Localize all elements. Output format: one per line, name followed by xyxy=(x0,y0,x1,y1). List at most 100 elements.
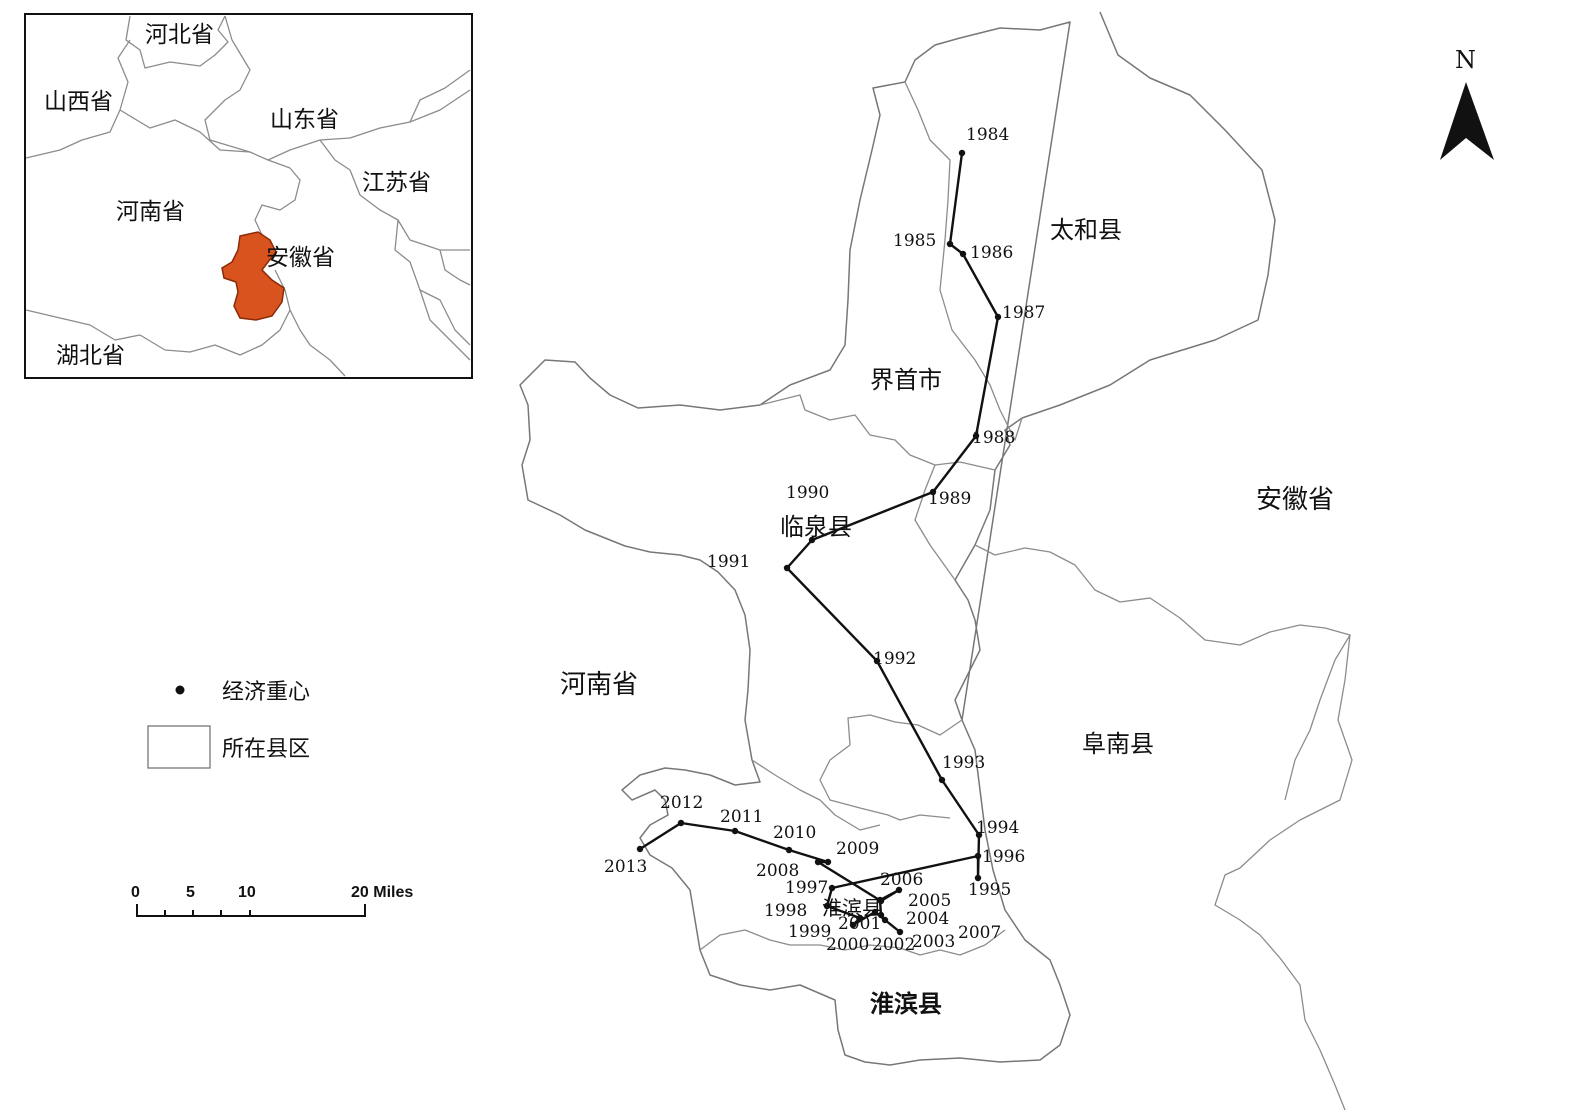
inset-label-shandong: 山东省 xyxy=(270,107,339,133)
year-label-1988: 1988 xyxy=(972,428,1015,448)
region-labels: 太和县 界首市 安徽省 临泉县 河南省 阜南县 淮滨县 淮滨县 xyxy=(560,216,1334,1018)
region-label-taihe: 太和县 xyxy=(1050,216,1122,244)
year-label-2007: 2007 xyxy=(958,923,1001,943)
economic-center-point-1986 xyxy=(959,250,967,258)
region-label-anhui: 安徽省 xyxy=(1256,485,1334,515)
inset-label-henan: 河南省 xyxy=(116,199,185,225)
economic-center-point-1994 xyxy=(975,831,983,839)
year-label-1998: 1998 xyxy=(764,901,807,921)
year-label-2006: 2006 xyxy=(880,870,923,890)
region-label-linquan: 临泉县 xyxy=(780,513,852,541)
year-label-1993: 1993 xyxy=(942,753,985,773)
economic-center-point-1993 xyxy=(938,776,946,784)
economic-center-point-1995 xyxy=(974,874,982,882)
economic-center-point-1996 xyxy=(974,852,982,860)
economic-center-point-2003 xyxy=(881,916,889,924)
year-label-2004: 2004 xyxy=(906,909,949,929)
year-label-2002: 2002 xyxy=(872,935,915,955)
scale-tick-10: 10 xyxy=(238,884,256,901)
scale-tick-5: 5 xyxy=(186,884,195,901)
year-label-1991: 1991 xyxy=(707,552,750,572)
economic-center-point-2013 xyxy=(636,845,644,853)
funan-east-border xyxy=(1334,1084,1346,1111)
inset-province-boundaries xyxy=(25,15,471,377)
linquan-inner-border xyxy=(914,464,956,581)
economic-center-point-1988 xyxy=(972,432,980,440)
inset-label-anhui: 安徽省 xyxy=(266,245,335,271)
north-label: N xyxy=(1455,46,1476,74)
scale-tick-0: 0 xyxy=(131,884,140,901)
economic-center-point-1991 xyxy=(783,564,791,572)
economic-center-point-2000 xyxy=(849,921,857,929)
legend-area-swatch xyxy=(147,725,211,769)
economic-center-point-2006 xyxy=(895,886,903,894)
year-label-1995: 1995 xyxy=(968,880,1011,900)
economic-center-point-1999 xyxy=(856,914,864,922)
year-label-2009: 2009 xyxy=(836,839,879,859)
henan-huaibin-inner-border xyxy=(751,759,881,831)
scale-bar: 0 5 10 20 Miles xyxy=(131,884,413,917)
economic-center-point-2010 xyxy=(785,846,793,854)
north-arrow: N xyxy=(1440,46,1494,160)
economic-center-point-2008 xyxy=(814,858,822,866)
year-labels: 1984198519861987198819891990199119921993… xyxy=(604,125,1045,955)
inset-label-shanxi: 山西省 xyxy=(44,89,113,115)
year-label-2008: 2008 xyxy=(756,861,799,881)
economic-center-point-2007 xyxy=(877,897,885,905)
economic-center-point-1989 xyxy=(929,488,937,496)
year-label-2010: 2010 xyxy=(773,823,816,843)
legend: 经济重心 所在县区 xyxy=(147,680,310,769)
inset-label-hebei: 河北省 xyxy=(145,22,214,48)
economic-center-point-1997 xyxy=(828,884,836,892)
year-label-2003: 2003 xyxy=(912,932,955,952)
economic-center-point-1987 xyxy=(994,313,1002,321)
jieshou-linquan-border xyxy=(759,394,996,471)
economic-center-point-1984 xyxy=(958,149,966,157)
economic-center-point-2012 xyxy=(677,819,685,827)
year-label-2005: 2005 xyxy=(908,891,951,911)
legend-point-label: 经济重心 xyxy=(222,680,310,705)
taihe-jieshou-border xyxy=(904,81,1023,441)
year-label-1984: 1984 xyxy=(966,125,1009,145)
inset-label-hubei: 湖北省 xyxy=(56,343,125,369)
region-label-huaibin-small: 淮滨县 xyxy=(822,896,882,920)
year-label-2013: 2013 xyxy=(604,857,647,877)
region-label-funan: 阜南县 xyxy=(1082,730,1154,758)
year-label-2000: 2000 xyxy=(826,935,869,955)
year-label-1999: 1999 xyxy=(788,922,831,942)
region-label-huaibin: 淮滨县 xyxy=(870,990,942,1018)
year-label-1987: 1987 xyxy=(1002,303,1045,323)
funan-huaibin-border xyxy=(819,714,963,821)
year-label-1986: 1986 xyxy=(970,243,1013,263)
huaibin-inner-border xyxy=(699,929,1006,956)
economic-center-point-2009 xyxy=(824,858,832,866)
anhui-east-border xyxy=(1284,634,1351,801)
study-area-outline xyxy=(519,11,1276,1066)
economic-center-point-2004 xyxy=(877,911,885,919)
region-label-jieshou: 界首市 xyxy=(870,366,942,394)
economic-center-point-1990 xyxy=(808,536,816,544)
legend-point-icon xyxy=(175,685,185,695)
inset-map: 河北省 山西省 山东省 江苏省 河南省 安徽省 湖北省 xyxy=(24,13,473,379)
year-label-2012: 2012 xyxy=(660,793,703,813)
economic-center-point-1985 xyxy=(946,240,954,248)
legend-area-label: 所在县区 xyxy=(222,737,310,762)
year-label-1989: 1989 xyxy=(928,489,971,509)
economic-center-point-1992 xyxy=(873,657,881,665)
linquan-funan-border xyxy=(974,544,1353,1086)
economic-center-point-1998 xyxy=(823,902,831,910)
region-label-henan: 河南省 xyxy=(560,670,638,700)
year-label-1994: 1994 xyxy=(976,818,1019,838)
year-label-2001: 2001 xyxy=(838,914,881,934)
north-arrow-icon xyxy=(1440,82,1494,160)
scale-end-label: 20 Miles xyxy=(351,884,413,901)
study-area-highlight xyxy=(221,231,285,321)
year-label-1997: 1997 xyxy=(785,878,828,898)
economic-center-points xyxy=(636,149,1002,936)
year-label-1992: 1992 xyxy=(873,649,916,669)
economic-center-point-2001 xyxy=(871,908,879,916)
economic-center-point-2002 xyxy=(896,928,904,936)
year-label-1996: 1996 xyxy=(982,847,1025,867)
